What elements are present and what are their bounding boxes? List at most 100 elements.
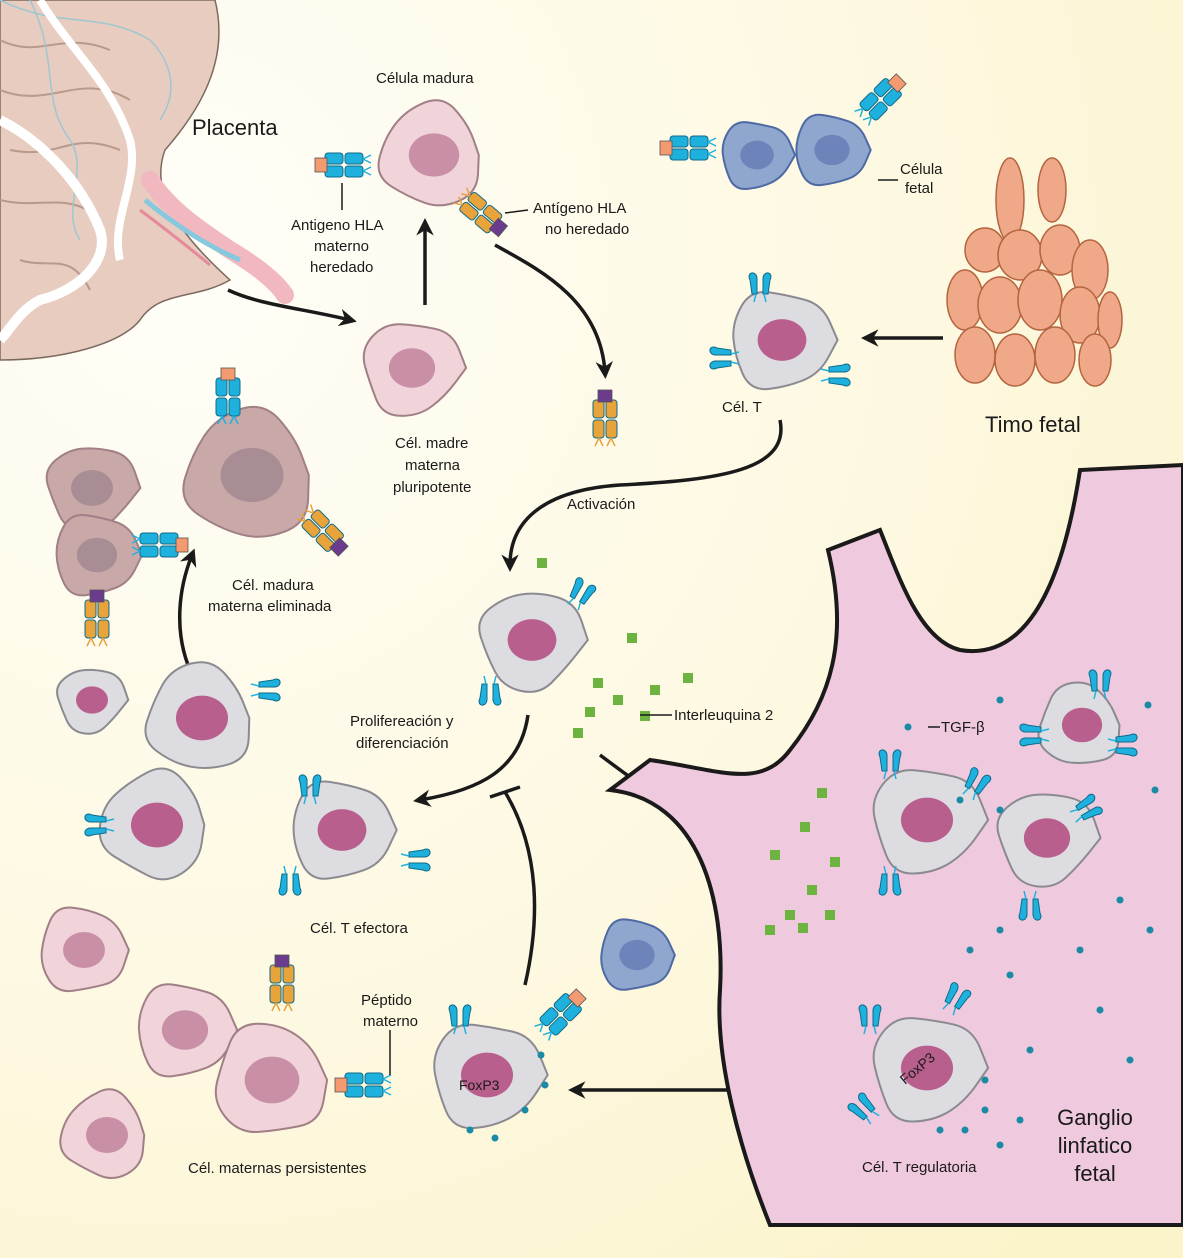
hla-inherited-eliminated-lobe-3 [215, 397, 228, 417]
tcr-prolif-2 [84, 813, 115, 837]
tcr-top-2 [962, 767, 992, 801]
hla-fetal-right [854, 73, 907, 126]
eliminated-label-line-2: materna eliminada [208, 598, 332, 615]
persistent-cell-4-nucleus [244, 1056, 300, 1104]
hla-inherited-eliminated [215, 367, 241, 425]
stem-cell-label-line-1: Cél. madre [395, 435, 468, 452]
regulatory-t-cell-center-nucleus [900, 1045, 954, 1091]
t-cell-thymus-nucleus [757, 319, 807, 361]
tcr-ln-2 [1019, 723, 1050, 747]
hla-fetal-left-lobe-2 [669, 135, 689, 148]
tcr-activated-2-body [478, 683, 502, 706]
tcr-thymus-left [709, 346, 740, 370]
maternal-peptide-label-line-1: Péptido [361, 992, 412, 1009]
il2-square-8 [640, 711, 650, 721]
tcr-activated-1 [567, 577, 597, 611]
tgf-beta-label: TGF-β [941, 719, 985, 736]
tcr-prolif [250, 678, 281, 702]
tcr-thymus-left-stem [730, 351, 740, 365]
regulatory-t-cell-top-nucleus [900, 797, 954, 843]
hla-inherited-mature-lobe-1 [324, 165, 344, 178]
leader-lines [341, 179, 940, 1075]
mature-cell-label: Célula madura [376, 70, 474, 87]
tgf-dot-18 [981, 1106, 989, 1114]
tcr-top-1-stem [883, 770, 897, 780]
tcr-treg-2-body [944, 982, 972, 1010]
hla-bridge-lobe-3 [84, 619, 97, 639]
hla-bridge-lobe-1 [84, 599, 97, 619]
tcr-thymus-right-stem [820, 368, 830, 382]
hla-on-eliminated-cell [131, 532, 189, 558]
tgf-dot-16 [936, 1126, 944, 1134]
il2-square-10 [800, 822, 810, 832]
tcr-treg-1-stem [863, 1025, 877, 1035]
hla-persistent-side-lobe-3 [364, 1085, 384, 1098]
il2-square-15 [825, 910, 835, 920]
hla-persistent-top-lobe-1 [269, 964, 282, 984]
tcr-effector-2-stem [400, 853, 410, 867]
tcr-treg-left-stem [453, 1025, 467, 1035]
hla-persistent-top-peptide [274, 954, 290, 968]
il2-square-6 [585, 707, 595, 717]
hla-inherited-eliminated-lobe-2 [228, 377, 241, 397]
persistent-label: Cél. maternas persistentes [188, 1160, 366, 1177]
hla-inherited-mature-lobe-3 [344, 165, 364, 178]
hla-inherited-eliminated-anchor [217, 415, 239, 425]
hla-persistent-top-lobe-4 [282, 984, 295, 1004]
tcr-thymus-left-body [709, 346, 732, 370]
hla-inherited-mature-anchor [362, 154, 372, 176]
eliminated-cell-back-nucleus [71, 470, 113, 506]
hla-noninherited-free-lobe-2 [605, 399, 618, 419]
fetal-thymus [946, 157, 1123, 387]
fetal-cell-label-line-1: Célula [900, 161, 943, 178]
tcr-treg-left [448, 1004, 472, 1035]
il2-square-16 [765, 925, 775, 935]
hla-bridge-peptide [89, 589, 105, 603]
tcr-treg-2 [942, 982, 972, 1016]
fetal-cell-left-nucleus [740, 140, 774, 170]
tcr-prolif-2-stem [105, 818, 115, 832]
tcr-ln-3 [1107, 733, 1138, 757]
persistent-cell-2-nucleus [161, 1010, 209, 1050]
hla-on-eliminated-cell-lobe-2 [159, 545, 179, 558]
hla-noninherited-free-lobe-4 [605, 419, 618, 439]
hla-noninherited-mature-anchor [453, 187, 471, 206]
hla-inherited-eliminated-lobe-1 [215, 377, 228, 397]
hla-persistent-top-lobe-2 [282, 964, 295, 984]
tcr-activated-2 [478, 675, 502, 706]
tcr-effector-1-stem [303, 795, 317, 805]
tcr-top-1-body [878, 749, 902, 772]
stem-cell-nucleus [388, 348, 436, 388]
tcr-prolif-2-body [84, 813, 107, 837]
tcr-ln-2-body [1019, 723, 1042, 747]
tgf-dot-5 [1146, 926, 1154, 934]
effector-label: Cél. T efectora [310, 920, 408, 937]
il2-square-13 [807, 885, 817, 895]
tcr-top-3-stem [883, 865, 897, 875]
tcr-treg-left-body [448, 1004, 472, 1027]
hla-inherited-mature-lobe-4 [344, 152, 364, 165]
tcr-ln-2-stem [1040, 728, 1050, 742]
tcr-right-2 [1069, 793, 1103, 823]
il2-square-7 [573, 728, 583, 738]
effector-t-cell-nucleus [317, 809, 367, 851]
hla-fetal-left [659, 135, 717, 161]
tgf-dot-12 [1026, 1046, 1034, 1054]
lymph-node-label-line-2: linfatico [1058, 1133, 1133, 1158]
hla-fetal-left-peptide [659, 140, 673, 156]
placenta-label: Placenta [192, 115, 278, 140]
tcr-effector-3 [278, 865, 302, 896]
tgf-dot-9 [1076, 946, 1084, 954]
tcr-top-3-body [878, 873, 902, 896]
tgf-dot-21 [521, 1106, 529, 1114]
hla-treg-fetal [534, 988, 587, 1041]
hla-noninherited-free [592, 389, 618, 447]
tgf-dot-23 [537, 1051, 545, 1059]
hla-noninherited-free-lobe-1 [592, 399, 605, 419]
hla-persistent-top-lobe-3 [269, 984, 282, 1004]
activation-label: Activación [567, 496, 635, 513]
t-cell-prolif-2-nucleus [130, 802, 184, 848]
tgf-dot-14 [1016, 1116, 1024, 1124]
tgf-dot-10 [1096, 1006, 1104, 1014]
